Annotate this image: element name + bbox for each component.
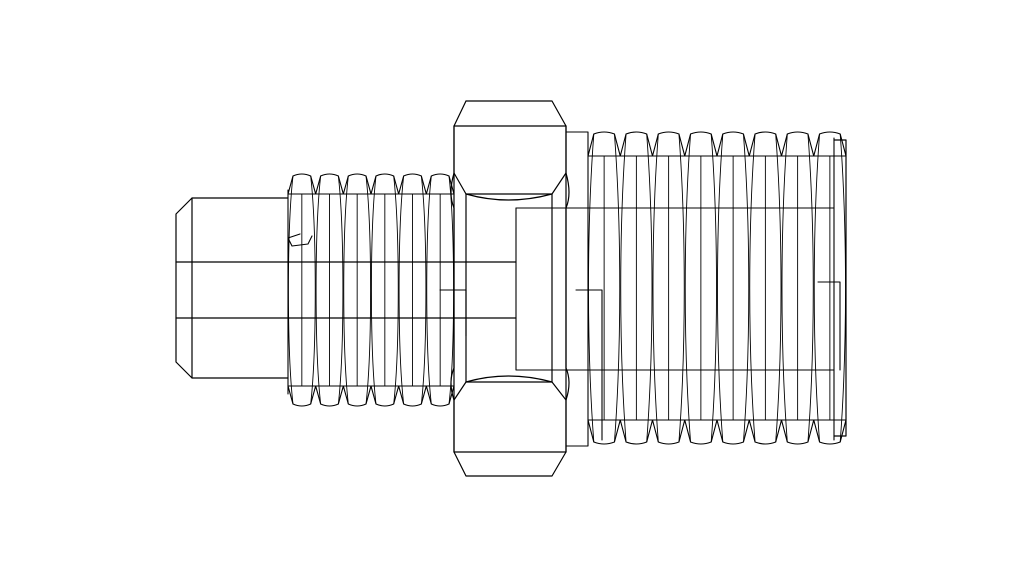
thread-flank-line bbox=[420, 175, 427, 405]
small-thread-bottom-profile bbox=[287, 385, 455, 407]
thread-flank-line bbox=[652, 133, 659, 443]
small-thread-top-profile bbox=[287, 173, 455, 195]
thread-flank-line bbox=[287, 175, 294, 405]
thread-flank-line bbox=[807, 133, 814, 443]
thread-flank-line bbox=[426, 175, 432, 405]
thread-flank-line bbox=[620, 133, 627, 443]
thread-flank-line bbox=[646, 133, 653, 443]
large-thread-flanks bbox=[587, 133, 847, 443]
thread-flank-line bbox=[684, 133, 692, 443]
thread-flank-line bbox=[781, 133, 788, 443]
thread-flank-line bbox=[315, 175, 322, 405]
thread-flank-line bbox=[393, 175, 399, 405]
thread-flank-line bbox=[717, 133, 724, 443]
hex-nut bbox=[450, 100, 570, 477]
thread-flank-line bbox=[310, 175, 316, 405]
thread-flank-line bbox=[613, 133, 621, 443]
thread-flank-line bbox=[775, 133, 782, 443]
thread-flank-line bbox=[749, 133, 756, 443]
thread-flank-line bbox=[678, 133, 685, 443]
tube-stub bbox=[175, 197, 517, 379]
large-thread-top-profile bbox=[587, 131, 847, 157]
large-male-thread bbox=[515, 131, 847, 447]
small-male-thread bbox=[287, 173, 467, 407]
thread-flank-line bbox=[839, 133, 846, 443]
thread-flank-line bbox=[398, 175, 405, 405]
thread-flank-line bbox=[343, 175, 349, 405]
thread-flank-line bbox=[365, 175, 372, 405]
thread-flank-line bbox=[370, 175, 377, 405]
thread-flank-line bbox=[742, 133, 750, 443]
large-thread-bottom-profile bbox=[587, 419, 847, 445]
thread-flank-line bbox=[588, 133, 595, 443]
thread-flank-line bbox=[813, 133, 821, 443]
small-thread-flanks bbox=[287, 175, 455, 405]
large-thread-end-face bbox=[833, 139, 847, 437]
thread-flank-line bbox=[710, 133, 717, 443]
thread-flank-line bbox=[337, 175, 344, 405]
